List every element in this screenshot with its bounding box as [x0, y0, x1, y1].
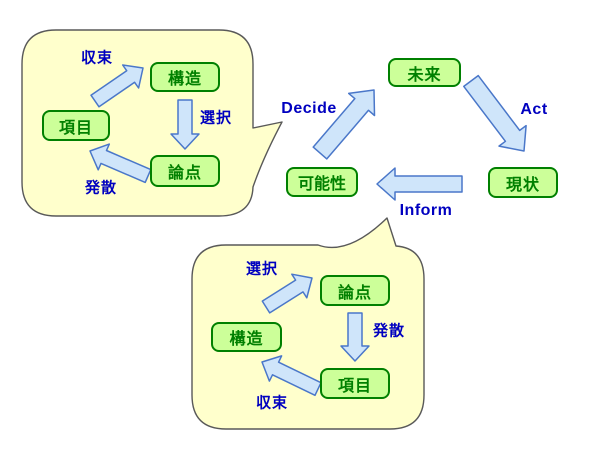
node-bottom-issues: 論点 [320, 275, 390, 306]
node-top-issues: 論点 [150, 155, 220, 187]
arrow-decide [312, 89, 376, 160]
label-bottom-select: 選択 [245, 260, 279, 278]
node-future: 未来 [388, 58, 461, 87]
label-top-select: 選択 [199, 109, 233, 127]
label-act: Act [520, 101, 548, 118]
node-possibility: 可能性 [286, 167, 358, 197]
label-top-converge: 収束 [80, 49, 114, 67]
arrow-bottom-select [261, 273, 313, 314]
label-bottom-converge: 収束 [255, 394, 289, 412]
node-top-items: 項目 [42, 110, 110, 141]
arrow-top-converge [90, 64, 144, 108]
arrow-top-diverge [89, 143, 152, 184]
label-inform: Inform [399, 202, 453, 219]
node-current: 現状 [488, 167, 558, 198]
label-decide: Decide [281, 100, 337, 117]
label-bottom-diverge: 発散 [372, 322, 406, 340]
arrow-inform [376, 167, 463, 201]
arrow-bottom-converge [261, 355, 322, 397]
arrow-act [463, 74, 527, 152]
node-bottom-structure: 構造 [211, 322, 282, 352]
node-top-structure: 構造 [150, 62, 220, 92]
arrow-top-select [170, 99, 200, 150]
node-bottom-items: 項目 [320, 368, 390, 399]
arrow-bottom-diverge [340, 312, 370, 362]
label-top-diverge: 発散 [84, 179, 118, 197]
